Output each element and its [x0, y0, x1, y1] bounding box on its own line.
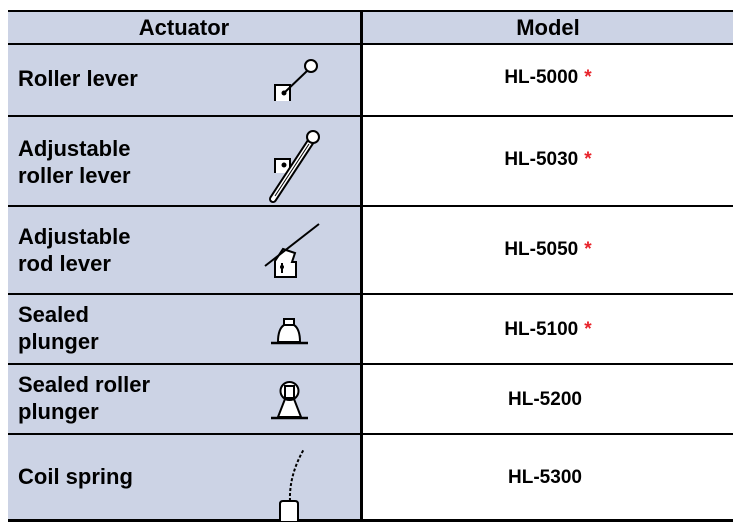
- model-number: HL-5100: [504, 319, 579, 340]
- actuator-label-line2: plunger: [18, 329, 99, 354]
- asterisk-mark: *: [584, 149, 592, 170]
- actuator-label: Adjustable: [18, 224, 131, 249]
- actuator-label-line2: roller lever: [18, 163, 131, 188]
- actuator-label-line2: plunger: [18, 399, 99, 424]
- actuator-label-line2: rod lever: [18, 251, 111, 276]
- model-cell: HL-5300: [363, 467, 733, 489]
- model-cell: HL-5030*: [363, 149, 733, 171]
- asterisk-mark: *: [584, 67, 592, 88]
- table-header-row: Actuator Model: [8, 10, 733, 45]
- model-number: HL-5050: [504, 239, 579, 260]
- adjustable-rod-lever-icon: [264, 223, 320, 278]
- table-row: Coil spring HL-5300: [8, 435, 733, 522]
- roller-lever-icon: [274, 59, 318, 101]
- model-number: HL-5200: [508, 389, 582, 410]
- model-number: HL-5030: [504, 149, 579, 170]
- table-row: Roller lever HL-5000*: [8, 45, 733, 117]
- model-cell: HL-5000*: [363, 67, 733, 89]
- sealed-plunger-icon: [271, 318, 308, 345]
- model-cell: HL-5050*: [363, 239, 733, 261]
- model-number: HL-5300: [508, 467, 582, 488]
- actuator-label: Adjustable: [18, 136, 131, 161]
- actuator-label: Coil spring: [18, 464, 133, 489]
- model-cell: HL-5200: [363, 389, 733, 411]
- actuator-label: Sealed roller: [18, 372, 151, 397]
- coil-spring-icon: [279, 448, 305, 521]
- model-number: HL-5000: [504, 67, 579, 88]
- asterisk-mark: *: [584, 239, 592, 260]
- model-cell: HL-5100*: [363, 319, 733, 341]
- sealed-roller-plunger-icon: [271, 381, 308, 420]
- column-divider: [360, 45, 363, 522]
- column-divider: [360, 10, 363, 45]
- header-actuator: Actuator: [138, 15, 230, 40]
- actuator-label: Roller lever: [18, 66, 138, 91]
- adjustable-roller-lever-icon: [269, 130, 320, 203]
- header-model: Model: [516, 15, 580, 40]
- asterisk-mark: *: [584, 319, 592, 340]
- actuator-label: Sealed: [18, 302, 89, 327]
